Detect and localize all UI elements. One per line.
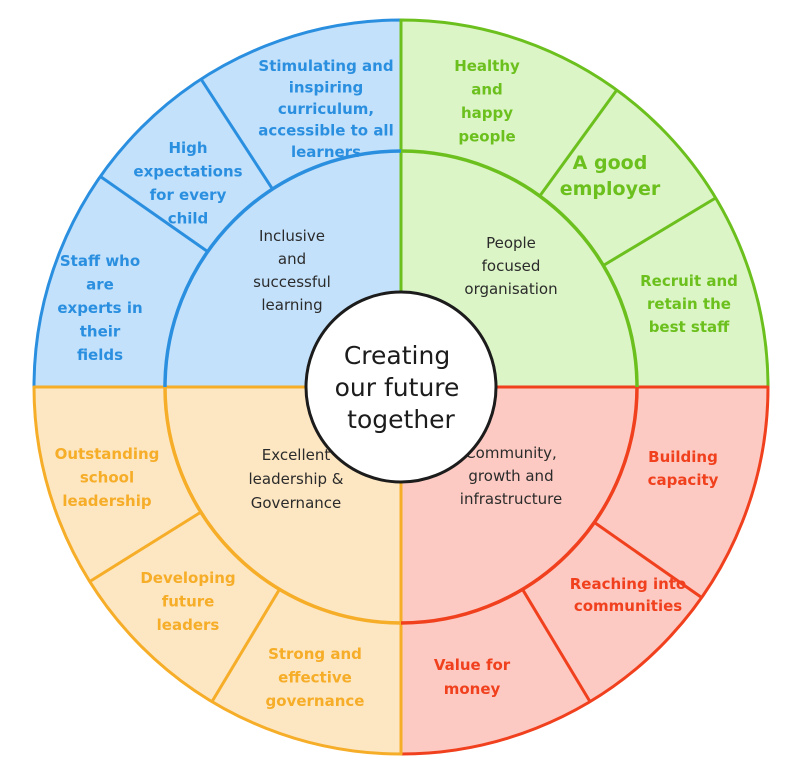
segment-line: experts in: [57, 299, 142, 317]
segment-line: money: [444, 680, 501, 698]
segment-line: future: [162, 593, 215, 611]
segment-line: Staff who: [60, 252, 140, 270]
segment-label-people-3: Recruit and retain the best staff: [640, 272, 738, 336]
segment-label-community-1: Building capacity: [648, 448, 719, 489]
quadrant-people: [399, 18, 770, 389]
quadrant-title-line: growth and: [468, 467, 553, 485]
segment-label-community-2: Reaching into communities: [570, 575, 687, 615]
segment-line: Stimulating and: [258, 57, 393, 75]
quadrant-title-leadership: Excellent leadership & Governance: [249, 446, 344, 512]
segment-label-learning-1: Stimulating and inspiring curriculum, acces…: [258, 57, 393, 161]
segment-line: and: [471, 81, 503, 99]
center-layer: Creating our future together: [304, 290, 498, 484]
quadrant-learning: [32, 18, 403, 389]
quadrant-title-community: Community, growth and infrastructure: [460, 444, 562, 508]
segment-line: inspiring: [289, 79, 364, 97]
quadrant-title-line: Community,: [465, 444, 557, 462]
quadrant-title-line: leadership &: [249, 470, 344, 488]
segment-label-learning-3: Staff who are experts in their fields: [57, 252, 142, 364]
segment-label-people-1: Healthy and happy people: [454, 57, 520, 146]
segment-line: Building: [648, 448, 718, 466]
segment-line: Strong and: [268, 645, 362, 663]
segment-divider-community-2: [521, 588, 592, 703]
segment-label-learning-2: High expectations for every child: [133, 139, 242, 228]
quadrant-title-people: People focused organisation: [464, 234, 557, 298]
segment-line: fields: [77, 346, 123, 364]
segment-label-community-3: Value for money: [434, 656, 511, 698]
segment-line: Reaching into: [570, 575, 687, 593]
segment-line: people: [458, 128, 515, 146]
segment-line: expectations: [133, 163, 242, 181]
segment-line: learners: [291, 143, 361, 161]
segment-line: for every: [150, 186, 227, 204]
segment-line: leaders: [157, 616, 220, 634]
segment-label-leadership-3: Outstanding school leadership: [55, 445, 160, 510]
segment-divider-community-1: [593, 521, 703, 599]
divider-layer: [89, 78, 717, 703]
center-circle: [304, 290, 498, 484]
segment-divider-learning-1: [99, 175, 209, 253]
segment-divider-people-1: [538, 89, 618, 197]
quadrant-title-line: successful: [253, 273, 331, 291]
quadrant-title-line: infrastructure: [460, 490, 562, 508]
ring-layer: [163, 149, 639, 625]
center-line-1: Creating: [344, 341, 450, 370]
segment-line: Value for: [434, 656, 511, 674]
segment-line: accessible to all: [258, 122, 393, 140]
segment-divider-learning-2: [199, 78, 274, 190]
segment-line: are: [86, 276, 114, 294]
segment-line: governance: [266, 692, 365, 710]
inner-ring-learning: [163, 149, 402, 388]
quadrant-title-line: Governance: [251, 494, 342, 512]
segment-line: Healthy: [454, 57, 520, 75]
center-line-3: together: [347, 405, 455, 434]
segment-line: leadership: [62, 492, 151, 510]
quadrant-title-line: learning: [261, 296, 322, 314]
quadrant-title-line: focused: [482, 257, 541, 275]
segment-line: happy: [461, 104, 513, 122]
segment-line: High: [168, 139, 207, 157]
segment-line: Recruit and: [640, 272, 738, 290]
quadrant-leadership: [32, 385, 403, 756]
sector-layer: [32, 18, 770, 756]
text-layer: Stimulating and inspiring curriculum, acces…: [55, 57, 738, 710]
quadrant-title-line: and: [278, 250, 306, 268]
segment-line: Outstanding: [55, 445, 160, 463]
segment-label-leadership-2: Developing future leaders: [140, 569, 235, 634]
center-label: Creating our future together: [335, 341, 468, 434]
segment-divider-leadership-1: [210, 588, 281, 703]
quadrant-community: [399, 385, 770, 756]
inner-ring-leadership: [163, 386, 402, 625]
segment-line: their: [80, 323, 121, 341]
quadrant-title-line: Excellent: [262, 446, 331, 464]
segment-line: capacity: [648, 471, 719, 489]
segment-label-leadership-1: Strong and effective governance: [266, 645, 365, 710]
segment-divider-leadership-2: [89, 510, 202, 583]
segment-line: school: [80, 469, 134, 487]
segment-line: child: [168, 210, 209, 228]
quadrant-title-learning: Inclusive and successful learning: [253, 227, 331, 314]
segment-divider-people-2: [602, 196, 717, 267]
segment-label-people-2: A good employer: [560, 152, 661, 200]
inner-ring-community: [400, 386, 639, 625]
center-line-2: our future: [335, 373, 460, 402]
inner-ring-people: [400, 149, 639, 388]
quadrant-title-line: People: [486, 234, 536, 252]
segment-line: A good: [573, 152, 648, 174]
segment-line: communities: [574, 597, 682, 615]
segment-line: curriculum,: [278, 100, 374, 118]
segment-line: Developing: [140, 569, 235, 587]
segment-line: employer: [560, 178, 661, 200]
segment-line: retain the: [647, 295, 731, 313]
quadrant-title-line: organisation: [464, 280, 557, 298]
segment-line: effective: [278, 669, 352, 687]
quadrant-title-line: Inclusive: [259, 227, 325, 245]
segment-line: best staff: [649, 318, 730, 336]
